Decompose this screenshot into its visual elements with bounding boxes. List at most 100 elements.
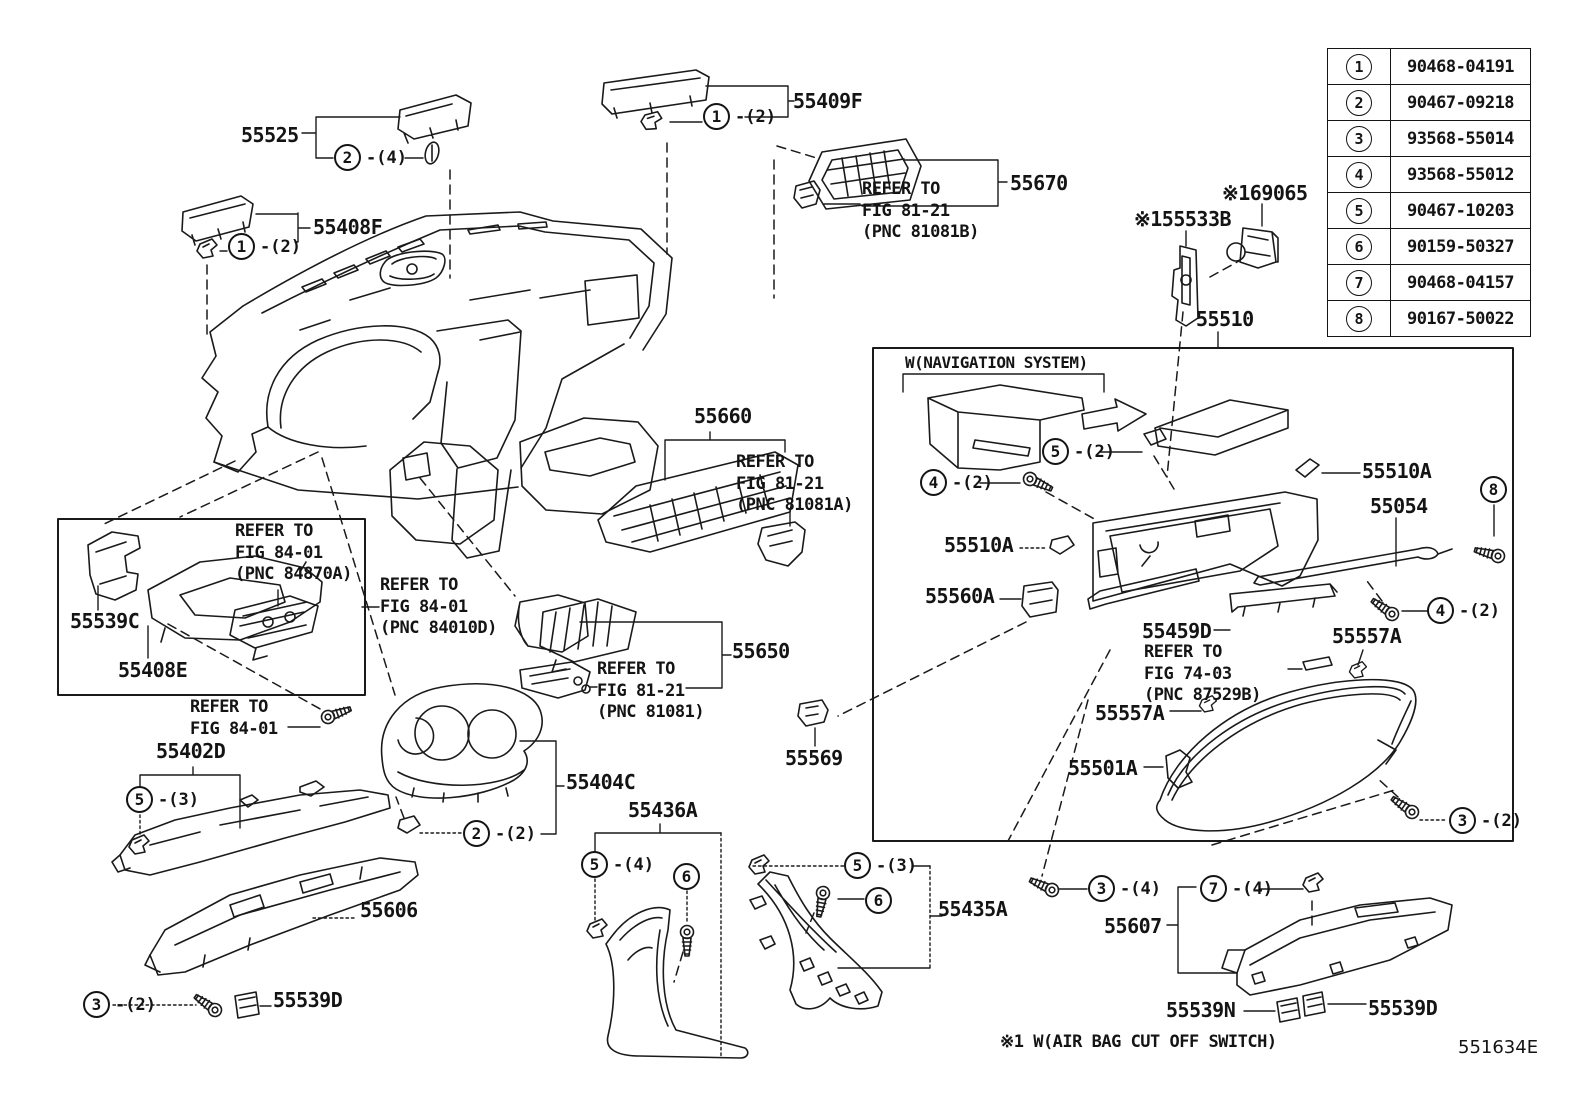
fastener-part-number: 90159-50327 [1390, 228, 1531, 265]
part-label-55557A-upper[interactable]: 55557A [1332, 624, 1402, 648]
panel-55606 [149, 857, 419, 976]
refer-note-fig-74-03-87529b: REFER TO FIG 74-03 (PNC 87529B) [1144, 642, 1261, 705]
panel-55402D [119, 789, 391, 876]
part-label-55054[interactable]: 55054 [1370, 494, 1428, 518]
part-label-169065[interactable]: ※169065 [1222, 181, 1308, 205]
glove-door-55501A [1155, 678, 1417, 832]
top-cover-plates [181, 69, 710, 246]
fastener-index: 2 [1346, 89, 1372, 116]
glove-box-assembly [927, 384, 1453, 832]
callout-number: 6 [673, 863, 700, 890]
part-label-55660[interactable]: 55660 [694, 404, 752, 428]
callout-3-qty: 3-(2) [83, 991, 156, 1018]
callout-4-qty: 4-(2) [920, 469, 993, 496]
refer-note-fig-81-21-81081: REFER TO FIG 81-21 (PNC 81081) [597, 659, 705, 722]
part-label-55510A-right[interactable]: 55510A [1362, 459, 1432, 483]
part-label-55525[interactable]: 55525 [241, 123, 299, 147]
callout-5-qty: 5-(2) [1042, 438, 1115, 465]
part-55539C [87, 531, 141, 601]
fastener-index: 1 [1346, 53, 1372, 80]
part-label-155533B[interactable]: ※155533B [1134, 207, 1232, 231]
cover-55435A [757, 871, 883, 1010]
part-label-55510A-left[interactable]: 55510A [944, 533, 1014, 557]
part-label-55408E[interactable]: 55408E [118, 658, 188, 682]
bracket-81081a [757, 521, 806, 567]
part-label-55670[interactable]: 55670 [1010, 171, 1068, 195]
callout-1-qty: 1-(2) [703, 103, 776, 130]
part-label-55539D-bottom-right[interactable]: 55539D [1368, 996, 1438, 1020]
fastener-row[interactable]: 2 90467-09218 [1327, 84, 1531, 121]
instrument-panel-art [201, 211, 673, 559]
callout-3-qty: 3-(2) [1449, 807, 1522, 834]
cluster-bezel-55404C [380, 683, 543, 834]
vent-55670 [793, 138, 922, 210]
refer-note-fig-84-01-84010d: REFER TO FIG 84-01 (PNC 84010D) [380, 575, 497, 638]
callout-6: 6 [865, 887, 897, 914]
dashed-lines [99, 142, 1399, 983]
part-label-55606[interactable]: 55606 [360, 898, 418, 922]
callout-quantity: -(2) [115, 994, 156, 1015]
fastener-row[interactable]: 3 93568-55014 [1327, 120, 1531, 157]
part-69065 [1239, 227, 1279, 269]
part-55408E [147, 555, 323, 641]
callout-quantity: -(4) [1120, 878, 1161, 899]
callout-quantity: -(2) [735, 106, 776, 127]
module-81081 [519, 661, 591, 699]
part-label-55539C[interactable]: 55539C [70, 609, 140, 633]
lower-left-panels [111, 780, 419, 1019]
part-label-55539D-bottom-left[interactable]: 55539D [273, 988, 343, 1012]
fastener-part-number: 93568-55014 [1390, 120, 1531, 157]
clip-55510A-left [1049, 535, 1075, 555]
part-label-55459D[interactable]: 55459D [1142, 619, 1212, 643]
part-label-55650[interactable]: 55650 [732, 639, 790, 663]
callout-quantity: -(2) [1481, 810, 1522, 831]
refer-note-fig-84-01-84870a: REFER TO FIG 84-01 (PNC 84870A) [235, 521, 352, 584]
part-label-55560A[interactable]: 55560A [925, 584, 995, 608]
part-label-55409F[interactable]: 55409F [793, 89, 863, 113]
part-label-55408F[interactable]: 55408F [313, 215, 383, 239]
fastener-index: 5 [1346, 197, 1372, 224]
fastener-index: 3 [1346, 125, 1372, 152]
part-label-55569[interactable]: 55569 [785, 746, 843, 770]
fastener-part-number: 90467-09218 [1390, 84, 1531, 121]
fastener-part-number: 93568-55012 [1390, 156, 1531, 193]
nav-bracket [927, 384, 1085, 471]
leader-lines [97, 85, 1495, 1012]
callout-number: 5 [126, 786, 153, 813]
callout-5-qty: 5-(4) [581, 851, 654, 878]
callout-7-qty: 7-(4) [1200, 875, 1273, 902]
part-label-55501A[interactable]: 55501A [1068, 756, 1138, 780]
part-label-55557A-lower[interactable]: 55557A [1095, 701, 1165, 725]
glove-housing [1092, 491, 1319, 602]
callout-8: 8 [1480, 476, 1512, 503]
callout-number: 7 [1200, 875, 1227, 902]
part-label-55436A[interactable]: 55436A [628, 798, 698, 822]
part-label-55404C[interactable]: 55404C [566, 770, 636, 794]
part-label-55402D[interactable]: 55402D [156, 739, 226, 763]
part-label-55539N[interactable]: 55539N [1166, 998, 1236, 1022]
reinforcement-55054 [1253, 546, 1453, 586]
callout-1-qty: 1-(2) [228, 233, 301, 260]
part-label-nav-system[interactable]: W(NAVIGATION SYSTEM) [905, 353, 1088, 372]
fastener-index-cell: 5 [1327, 192, 1391, 229]
callout-quantity: -(3) [876, 855, 917, 876]
callout-quantity: -(2) [1459, 600, 1500, 621]
callout-6: 6 [673, 863, 705, 890]
vent-55650-grille [539, 598, 637, 663]
diagram-code: 551634E [1458, 1037, 1539, 1058]
refer-note-fig-84-01: REFER TO FIG 84-01 [190, 697, 278, 739]
clip-55510A-right [1295, 458, 1320, 478]
callout-quantity: -(2) [952, 472, 993, 493]
part-label-55607[interactable]: 55607 [1104, 914, 1162, 938]
callout-2-qty: 2-(2) [463, 820, 536, 847]
callout-quantity: -(4) [1232, 878, 1273, 899]
part-label-55510[interactable]: 55510 [1196, 307, 1254, 331]
part-label-55435A[interactable]: 55435A [938, 897, 1008, 921]
callout-4-qty: 4-(2) [1427, 597, 1500, 624]
